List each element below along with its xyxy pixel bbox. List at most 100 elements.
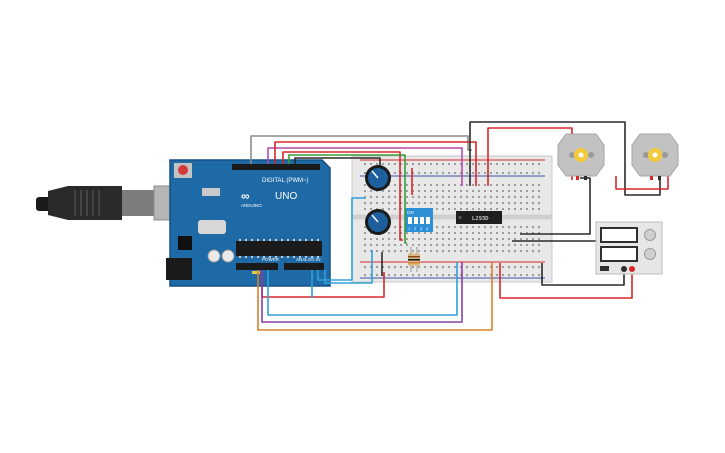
breadboard-hole[interactable] bbox=[454, 190, 456, 192]
breadboard-hole[interactable] bbox=[448, 172, 450, 174]
breadboard-hole[interactable] bbox=[478, 250, 480, 252]
breadboard-hole[interactable] bbox=[376, 250, 378, 252]
breadboard-hole[interactable] bbox=[508, 250, 510, 252]
breadboard-hole[interactable] bbox=[436, 244, 438, 246]
breadboard-hole[interactable] bbox=[400, 184, 402, 186]
breadboard-hole[interactable] bbox=[472, 250, 474, 252]
breadboard-hole[interactable] bbox=[478, 163, 480, 165]
breadboard-hole[interactable] bbox=[370, 238, 372, 240]
breadboard-hole[interactable] bbox=[496, 208, 498, 210]
breadboard-hole[interactable] bbox=[394, 238, 396, 240]
breadboard-hole[interactable] bbox=[430, 202, 432, 204]
breadboard-hole[interactable] bbox=[388, 184, 390, 186]
breadboard-hole[interactable] bbox=[532, 274, 534, 276]
breadboard-hole[interactable] bbox=[394, 202, 396, 204]
breadboard-hole[interactable] bbox=[526, 196, 528, 198]
breadboard-hole[interactable] bbox=[520, 196, 522, 198]
breadboard-hole[interactable] bbox=[484, 266, 486, 268]
breadboard-hole[interactable] bbox=[526, 244, 528, 246]
breadboard-hole[interactable] bbox=[532, 202, 534, 204]
power-supply-switch[interactable] bbox=[600, 266, 609, 271]
breadboard-hole[interactable] bbox=[538, 196, 540, 198]
breadboard-hole[interactable] bbox=[472, 190, 474, 192]
breadboard-hole[interactable] bbox=[508, 232, 510, 234]
breadboard-hole[interactable] bbox=[364, 238, 366, 240]
breadboard-hole[interactable] bbox=[466, 238, 468, 240]
breadboard-hole[interactable] bbox=[538, 266, 540, 268]
breadboard-hole[interactable] bbox=[436, 208, 438, 210]
breadboard-hole[interactable] bbox=[484, 232, 486, 234]
breadboard-hole[interactable] bbox=[538, 244, 540, 246]
breadboard-hole[interactable] bbox=[364, 208, 366, 210]
breadboard-hole[interactable] bbox=[370, 163, 372, 165]
breadboard-hole[interactable] bbox=[406, 163, 408, 165]
breadboard-hole[interactable] bbox=[538, 274, 540, 276]
breadboard-hole[interactable] bbox=[364, 226, 366, 228]
breadboard-hole[interactable] bbox=[502, 238, 504, 240]
breadboard-hole[interactable] bbox=[436, 190, 438, 192]
breadboard-hole[interactable] bbox=[454, 163, 456, 165]
breadboard-hole[interactable] bbox=[394, 232, 396, 234]
breadboard-hole[interactable] bbox=[502, 250, 504, 252]
breadboard-hole[interactable] bbox=[400, 274, 402, 276]
breadboard-hole[interactable] bbox=[412, 184, 414, 186]
breadboard-hole[interactable] bbox=[460, 232, 462, 234]
breadboard-hole[interactable] bbox=[466, 184, 468, 186]
breadboard-hole[interactable] bbox=[496, 163, 498, 165]
breadboard-hole[interactable] bbox=[466, 163, 468, 165]
breadboard-hole[interactable] bbox=[532, 232, 534, 234]
breadboard-hole[interactable] bbox=[502, 232, 504, 234]
breadboard-hole[interactable] bbox=[394, 196, 396, 198]
wire-black-arduino[interactable] bbox=[294, 157, 381, 170]
wire-orange[interactable] bbox=[257, 262, 493, 331]
breadboard-hole[interactable] bbox=[460, 196, 462, 198]
breadboard-hole[interactable] bbox=[370, 202, 372, 204]
breadboard-hole[interactable] bbox=[532, 226, 534, 228]
breadboard-hole[interactable] bbox=[400, 190, 402, 192]
breadboard-hole[interactable] bbox=[466, 244, 468, 246]
breadboard-hole[interactable] bbox=[370, 266, 372, 268]
breadboard-hole[interactable] bbox=[364, 232, 366, 234]
breadboard-hole[interactable] bbox=[454, 184, 456, 186]
breadboard-hole[interactable] bbox=[496, 244, 498, 246]
breadboard-hole[interactable] bbox=[448, 232, 450, 234]
breadboard-hole[interactable] bbox=[376, 274, 378, 276]
breadboard-hole[interactable] bbox=[406, 232, 408, 234]
breadboard-hole[interactable] bbox=[436, 163, 438, 165]
breadboard-hole[interactable] bbox=[526, 163, 528, 165]
breadboard-hole[interactable] bbox=[406, 244, 408, 246]
breadboard-hole[interactable] bbox=[436, 250, 438, 252]
breadboard-hole[interactable] bbox=[412, 244, 414, 246]
breadboard-hole[interactable] bbox=[406, 190, 408, 192]
breadboard-hole[interactable] bbox=[538, 238, 540, 240]
breadboard-hole[interactable] bbox=[484, 250, 486, 252]
breadboard-hole[interactable] bbox=[424, 238, 426, 240]
breadboard-hole[interactable] bbox=[508, 172, 510, 174]
breadboard-hole[interactable] bbox=[418, 196, 420, 198]
power-supply-terminal-negative[interactable] bbox=[621, 266, 627, 272]
breadboard-hole[interactable] bbox=[394, 250, 396, 252]
breadboard-hole[interactable] bbox=[406, 238, 408, 240]
breadboard-hole[interactable] bbox=[502, 184, 504, 186]
breadboard-hole[interactable] bbox=[478, 226, 480, 228]
breadboard-hole[interactable] bbox=[460, 202, 462, 204]
breadboard-hole[interactable] bbox=[496, 266, 498, 268]
breadboard-hole[interactable] bbox=[448, 196, 450, 198]
breadboard-hole[interactable] bbox=[514, 250, 516, 252]
breadboard-hole[interactable] bbox=[502, 226, 504, 228]
breadboard-hole[interactable] bbox=[448, 266, 450, 268]
breadboard-hole[interactable] bbox=[496, 172, 498, 174]
breadboard-hole[interactable] bbox=[514, 274, 516, 276]
breadboard-hole[interactable] bbox=[418, 266, 420, 268]
breadboard-hole[interactable] bbox=[490, 208, 492, 210]
breadboard-hole[interactable] bbox=[382, 163, 384, 165]
breadboard-hole[interactable] bbox=[394, 208, 396, 210]
breadboard-hole[interactable] bbox=[514, 184, 516, 186]
breadboard-hole[interactable] bbox=[466, 226, 468, 228]
breadboard-hole[interactable] bbox=[448, 250, 450, 252]
breadboard-hole[interactable] bbox=[436, 196, 438, 198]
wire-purple[interactable] bbox=[261, 262, 463, 323]
breadboard-hole[interactable] bbox=[370, 208, 372, 210]
breadboard-hole[interactable] bbox=[400, 226, 402, 228]
breadboard-hole[interactable] bbox=[412, 274, 414, 276]
